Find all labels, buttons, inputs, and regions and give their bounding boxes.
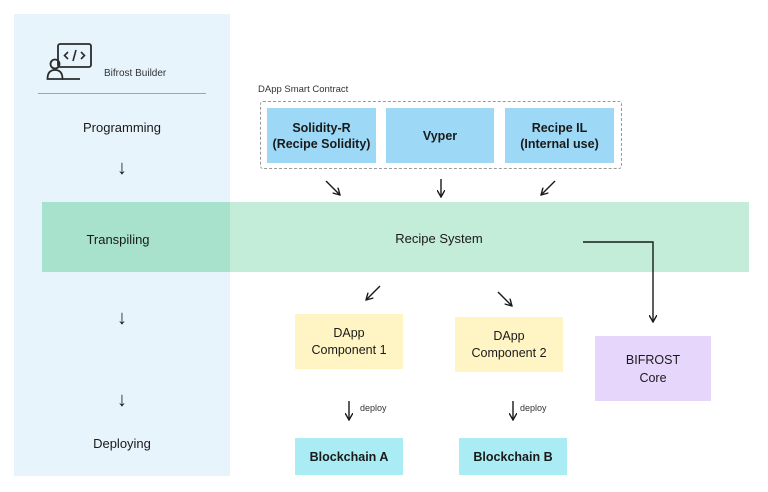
step-transpiling: Transpiling — [86, 232, 150, 247]
language-solidity-r: Solidity-R (Recipe Solidity) — [267, 108, 376, 163]
arrow-solidity-to-recipe-icon — [325, 180, 340, 195]
step-deploying: Deploying — [93, 436, 151, 451]
transpiling-band-section — [42, 202, 230, 272]
builder-title: Bifrost Builder — [104, 68, 167, 79]
arrow-recipe-to-component-2-icon — [497, 291, 512, 306]
language-vyper: Vyper — [386, 108, 494, 163]
dapp-component-1: DApp Component 1 — [295, 314, 403, 369]
bifrost-core-box: BIFROST Core — [595, 336, 711, 401]
developer-workstation-icon — [46, 43, 92, 80]
recipe-system-label: Recipe System — [395, 231, 483, 246]
contract-group-box — [260, 101, 622, 169]
arrow-recipe-il-to-recipe-icon — [541, 180, 556, 195]
step-arrow-down-icon: ↓ — [117, 307, 127, 329]
blockchain-a-box: Blockchain A — [295, 438, 403, 475]
step-arrow-down-icon: ↓ — [117, 157, 127, 179]
contract-group-label: DApp Smart Contract — [258, 84, 349, 95]
step-programming: Programming — [82, 120, 162, 135]
deploy-label-2: deploy — [520, 403, 547, 413]
language-recipe-il: Recipe IL (Internal use) — [505, 108, 614, 163]
step-arrow-down-icon: ↓ — [117, 389, 127, 411]
deploy-label-1: deploy — [360, 403, 387, 413]
blockchain-b-box: Blockchain B — [459, 438, 567, 475]
sidebar-divider — [38, 93, 206, 94]
dapp-component-2: DApp Component 2 — [455, 317, 563, 372]
arrow-recipe-to-component-1-icon — [366, 285, 381, 300]
